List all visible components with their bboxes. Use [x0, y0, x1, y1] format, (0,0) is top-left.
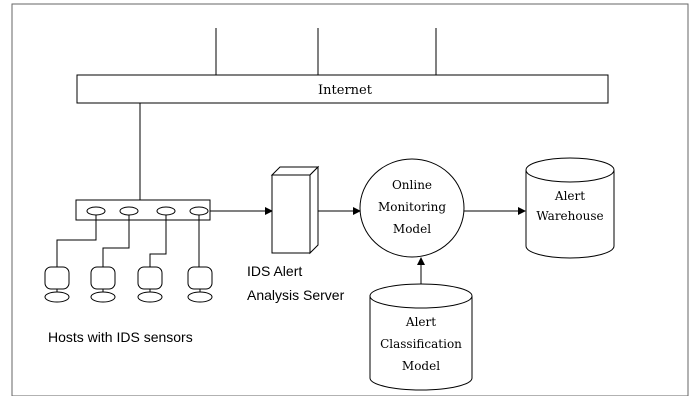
classification-label-line2: Classification [380, 337, 462, 351]
hosts-label: Hosts with IDS sensors [48, 329, 193, 345]
monitor-label-line1: Online [392, 178, 432, 192]
host-computer-icon [137, 266, 163, 303]
server-label-line1: IDS Alert [247, 263, 302, 279]
internet-bar [76, 74, 609, 104]
switch-port [86, 206, 106, 216]
host-link-2 [102, 215, 130, 267]
host-link-1 [56, 215, 97, 267]
internet-label: Internet [318, 83, 373, 98]
monitoring-model-node [359, 158, 465, 258]
classification-label-line3: Model [402, 359, 440, 373]
warehouse-database-icon [525, 157, 615, 259]
monitor-label-line3: Model [393, 222, 431, 236]
monitor-label-line2: Monitoring [378, 200, 446, 214]
classification-label-line1: Alert [405, 315, 436, 329]
warehouse-label-line2: Warehouse [536, 209, 603, 223]
warehouse-label-line1: Alert [554, 189, 585, 203]
switch-port [189, 206, 209, 216]
switch-port [119, 206, 139, 216]
diagram-frame [11, 3, 689, 396]
server-icon [270, 165, 320, 255]
host-link-3 [149, 215, 167, 267]
host-computer-icon [90, 266, 116, 303]
server-label-line2: Analysis Server [247, 287, 345, 303]
host-computer-icon [187, 266, 213, 303]
switch-port [156, 206, 176, 216]
network-switch [75, 199, 211, 221]
host-computer-icon [44, 266, 70, 303]
classification-database-icon [369, 283, 473, 391]
